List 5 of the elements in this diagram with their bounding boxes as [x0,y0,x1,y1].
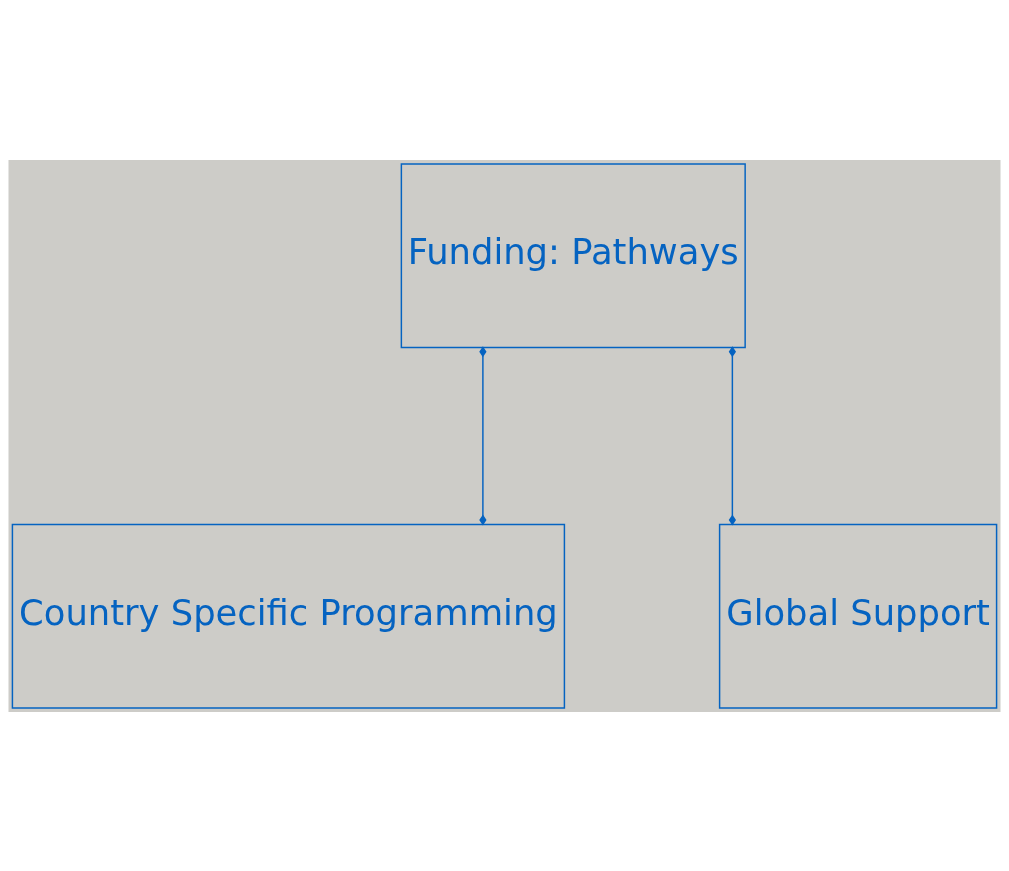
node-box: Funding: Pathways [400,162,746,348]
connector [479,345,487,525]
node-box: Country Specific Programming [11,523,566,709]
node-box: Global Support [718,523,998,709]
connector [728,345,736,525]
